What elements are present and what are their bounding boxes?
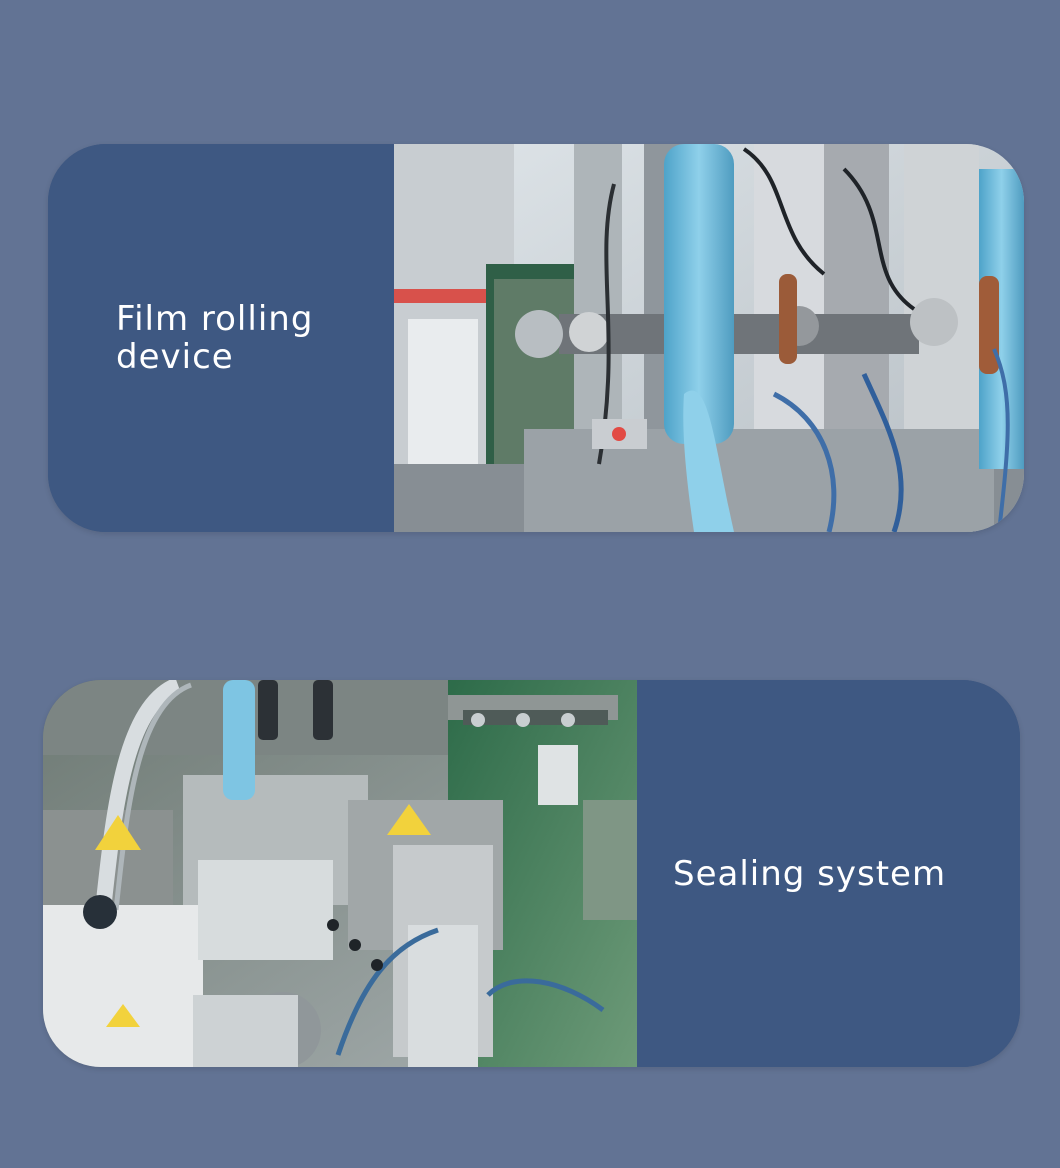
- sealing-system-caption-panel: Sealing system: [637, 680, 1020, 1067]
- film-rolling-label: Film rolling device: [116, 299, 314, 377]
- film-rolling-caption-panel: Film rolling device: [48, 144, 394, 532]
- sealing-system-card: Sealing system: [43, 680, 1020, 1067]
- film-rolling-card: Film rolling device: [48, 144, 1024, 532]
- film-rolling-photo: [394, 144, 1024, 532]
- sealing-system-photo: [43, 680, 637, 1067]
- sealing-system-photo-illustration: [43, 680, 637, 1067]
- film-rolling-photo-illustration: [394, 144, 1024, 532]
- sealing-system-label: Sealing system: [673, 853, 947, 894]
